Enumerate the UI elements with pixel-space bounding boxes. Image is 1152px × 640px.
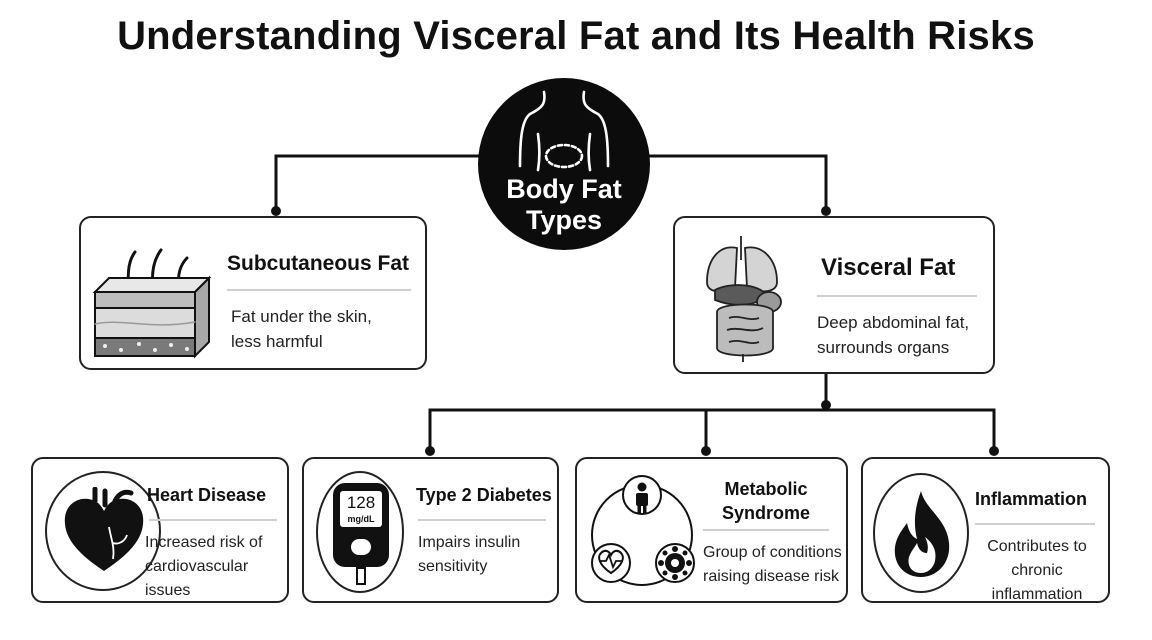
card-title: Heart Disease	[147, 485, 267, 505]
card-divider	[975, 523, 1095, 525]
card-title: Visceral Fat	[821, 254, 956, 281]
card-title: Type 2 Diabetes	[416, 485, 552, 505]
heart-icon	[64, 487, 144, 571]
card-description: Deep abdominal fat, surrounds organs	[817, 313, 970, 357]
card-divider	[227, 289, 411, 291]
icon-frame: 128 mg/dL	[316, 471, 404, 593]
connector-dot	[701, 446, 711, 456]
card-title: Subcutaneous Fat	[227, 252, 410, 275]
card-heart-disease: Heart Disease Increased risk of cardiova…	[31, 457, 289, 603]
torso-icon	[518, 90, 610, 172]
card-divider	[418, 519, 546, 521]
card-description: Impairs insulin sensitivity	[418, 534, 521, 575]
root-label: Body Fat Types	[506, 174, 622, 235]
card-subcutaneous-fat: Subcutaneous Fat Fat under the skin, les…	[79, 216, 427, 370]
card-type-2-diabetes: 128 mg/dL Type 2 Diabetes Impairs insuli…	[302, 457, 559, 603]
skin-layers-icon	[92, 248, 212, 359]
connector-root-to-visceral	[648, 154, 828, 212]
connector-dot	[821, 206, 831, 216]
organs-icon	[706, 236, 782, 362]
card-inflammation: Inflammation Contributes to chronic infl…	[861, 457, 1110, 603]
page-title: Understanding Visceral Fat and Its Healt…	[117, 14, 1035, 58]
icon-frame	[45, 471, 161, 591]
card-description: Group of conditions raising disease risk	[703, 544, 842, 585]
connector-dot	[271, 206, 281, 216]
card-title: Inflammation	[975, 489, 1088, 509]
root-node-body-fat-types: Body Fat Types	[478, 78, 650, 250]
connector-dot	[425, 446, 435, 456]
card-description: Contributes to chronic inflammation	[987, 538, 1087, 603]
meter-value: 128	[346, 493, 376, 512]
connector-dot	[989, 446, 999, 456]
card-divider	[703, 529, 829, 531]
connector-root-to-subcutaneous	[274, 154, 480, 212]
card-divider	[149, 519, 277, 521]
flame-icon	[894, 491, 950, 577]
icon-frame	[873, 473, 969, 593]
card-metabolic-syndrome: Metabolic Syndrome Group of conditions r…	[575, 457, 848, 603]
card-divider	[817, 295, 977, 297]
card-description: Fat under the skin, less harmful	[231, 307, 372, 351]
meter-unit: mg/dL	[347, 514, 375, 524]
meter-button	[351, 539, 371, 555]
card-visceral-fat: Visceral Fat Deep abdominal fat, surroun…	[673, 216, 995, 374]
meter-screen: 128 mg/dL	[340, 491, 382, 527]
connector-risk-bus	[428, 408, 996, 452]
metabolic-cycle-icon	[591, 475, 695, 586]
card-description: Increased risk of cardiovascular issues	[145, 534, 263, 599]
test-strip	[356, 567, 366, 585]
glucose-meter-icon: 128 mg/dL	[333, 483, 389, 567]
card-title: Metabolic Syndrome	[721, 479, 811, 523]
connector-dot	[821, 400, 831, 410]
